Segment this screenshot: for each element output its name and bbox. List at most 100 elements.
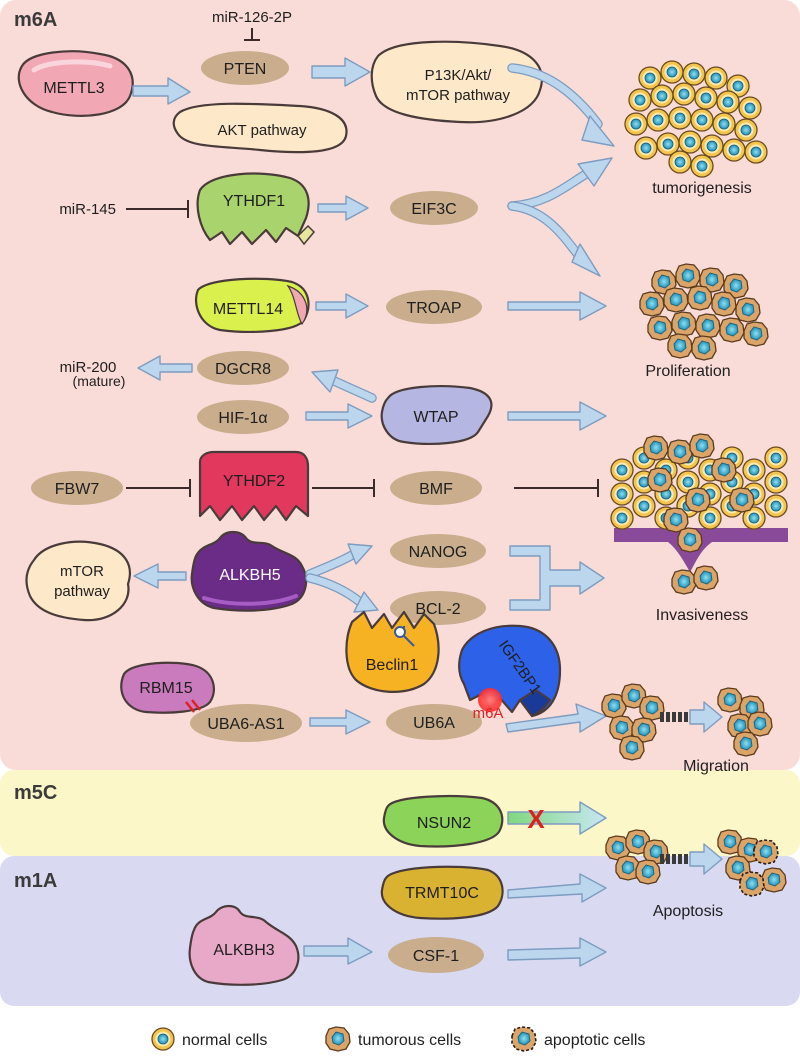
rbm15-label: RBM15 [139,680,192,697]
troap-label: TROAP [406,300,461,317]
eif3c-label: EIF3C [411,201,456,218]
legend-apoptotic-cell-icon [511,1026,537,1052]
inhibit-mir126-pten [244,28,260,41]
normal-cell [628,88,652,112]
tumorous-cell [717,687,743,713]
tumorous-cell [647,467,673,493]
arrow-pi3k-tumorigenesis [507,63,615,147]
pi3k-akt-mtor-node: P13K/Akt/ mTOR pathway [370,40,543,124]
wtap-node: WTAP [380,385,493,445]
blocked-x-mark: X [527,804,545,834]
mettl14-node: METTL14 [194,277,310,333]
migration-label: Migration [683,758,749,775]
hif1a-node [197,400,289,434]
arrow-mettl3-pten [132,77,191,105]
tumorous-cell [689,433,715,459]
apoptotic-cell [739,871,765,897]
legend-normal-label: normal cells [182,1032,267,1049]
bmf-node [390,471,482,505]
arrow-dgcr8-mir200 [137,355,193,381]
mtor-line2: pathway [54,583,110,600]
inhibit-ythdf2-bmf [312,479,375,497]
section-m5c-label: m5C [14,782,57,804]
tumorous-cell [635,859,661,885]
mir-126-label: miR-126-2P [212,9,292,26]
arrow-alkbh5-bcl2 [305,573,379,613]
csf1-label: CSF-1 [413,948,459,965]
normal-cell [632,494,656,518]
mir-200-sub-label: (mature) [73,373,126,389]
tumorous-cell [619,735,645,761]
normal-cell [722,138,746,162]
alkbh3-label: ALKBH3 [213,942,274,959]
arrow-alkbh3-csf1 [303,937,373,965]
alkbh3-node: ALKBH3 [188,904,300,986]
normal-cell [764,494,788,518]
eif3c-node [390,191,478,225]
uba6-as1-label: UBA6-AS1 [207,716,284,733]
legend-tumorous-label: tumorous cells [358,1032,461,1049]
normal-cell [634,136,658,160]
legend-tumorous-cell-icon [325,1026,351,1052]
mettl3-node: METTL3 [17,50,134,117]
invasiveness-label: Invasiveness [656,607,749,624]
mtor-line1: mTOR [60,563,104,580]
tumorous-cell [691,335,717,361]
tumorous-cell [695,313,721,339]
normal-cell [764,446,788,470]
normal-cell [764,470,788,494]
tumorous-cell [663,287,689,313]
normal-cell [610,482,634,506]
invasiveness-tissue [610,433,788,595]
rbm15-node: RBM15 [120,661,215,714]
mettl14-label: METTL14 [213,301,283,318]
ythdf2-node: YTHDF2 [198,450,310,522]
normal-cell [716,90,740,114]
trmt10c-label: TRMT10C [405,885,479,902]
pten-label: PTEN [224,61,267,78]
arrow-alkbh5-mtor [133,563,187,589]
normal-cell [682,62,706,86]
arrow-ub6a-migration [505,703,607,733]
pi3k-line2: mTOR pathway [406,87,510,104]
trmt10c-node: TRMT10C [380,865,504,920]
arrow-alkbh5-nanog [305,543,373,579]
wtap-label: WTAP [413,409,458,426]
ythdf1-node: YTHDF1 [196,172,316,246]
tumorous-cell [761,867,787,893]
apoptosis-motion-arrow [660,843,723,875]
tumorous-cell [711,457,737,483]
normal-cell [668,106,692,130]
beclin1-node: Beclin1 [345,610,440,693]
bmf-label: BMF [419,481,453,498]
mir-145-label: miR-145 [59,201,116,218]
legend-apoptotic-label: apoptotic cells [544,1032,645,1049]
normal-cell [660,60,684,84]
m6a-mark-label: m6A [473,705,504,722]
csf1-node [388,937,484,973]
normal-cell [672,82,696,106]
normal-cell [678,130,702,154]
section-m6a-label: m6A [14,9,57,31]
pten-node [201,51,289,85]
bcl2-label: BCL-2 [415,601,460,618]
tumorous-cell [743,321,769,347]
normal-cell [734,118,758,142]
tumorous-cell [729,487,755,513]
inhibit-fbw7-ythdf2 [126,479,191,497]
mir-200-label: miR-200 [60,359,117,376]
uba6-as1-node [190,704,302,742]
rbm15-uba6-link [185,699,201,713]
tumorous-cell [687,285,713,311]
tumorous-cell [693,565,719,591]
ythdf2-label: YTHDF2 [223,473,285,490]
alkbh5-node: ALKBH5 [190,530,308,612]
tumorous-cell [675,263,701,289]
tumorous-cell [685,487,711,513]
beclin1-label: Beclin1 [366,657,419,674]
ythdf1-label: YTHDF1 [223,193,285,210]
alkbh5-label: ALKBH5 [219,567,280,584]
arrow-csf1-apoptosis [507,937,607,967]
tumorous-cell [643,435,669,461]
hif1a-label: HIF-1α [218,410,267,427]
